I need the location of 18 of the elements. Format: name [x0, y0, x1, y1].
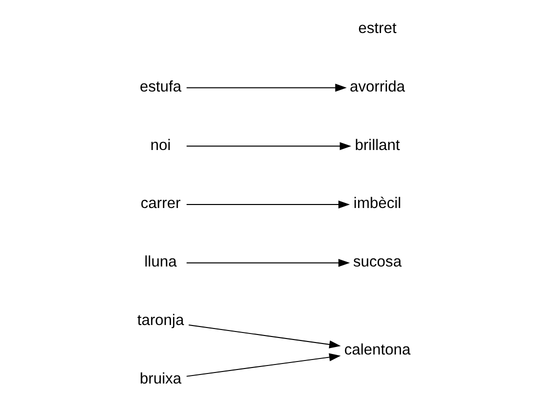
arrow: [186, 200, 350, 209]
node-text: estret: [358, 20, 396, 37]
node-text: lluna: [144, 254, 176, 271]
node-text: taronja: [136, 312, 184, 329]
node-text: estufa: [139, 78, 181, 96]
arrow: [186, 258, 350, 267]
node-text: bruixa: [139, 370, 181, 388]
arrow: [186, 142, 351, 150]
node-text: calentona: [344, 342, 410, 359]
node-text: avorrida: [349, 78, 404, 96]
node-text: sucosa: [352, 254, 402, 271]
node-text: imbècil: [353, 195, 401, 212]
node-text: brillant: [354, 136, 400, 154]
arrow: [188, 324, 340, 348]
arrow: [186, 353, 340, 377]
node-text: noi: [150, 136, 170, 154]
node-text: carrer: [140, 195, 180, 212]
arrow: [186, 84, 346, 92]
